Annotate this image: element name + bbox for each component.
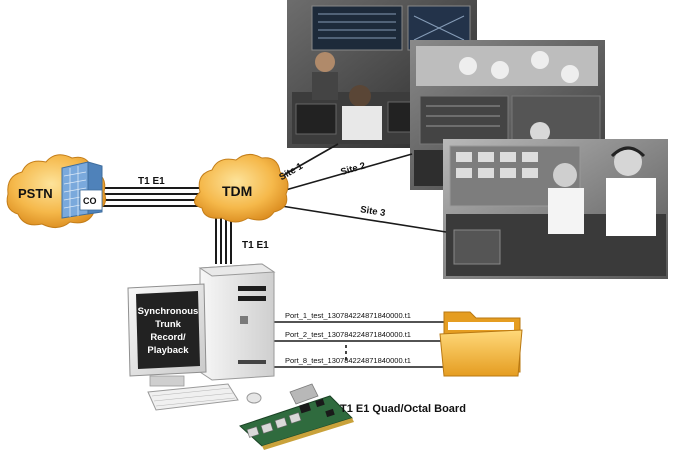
computer-monitor: [127, 283, 207, 387]
site1-label: Site 1: [277, 161, 305, 184]
file-label-3: Port_8_test_130784224871840000.t1: [285, 356, 411, 365]
site3-label: Site 3: [359, 204, 386, 219]
computer-tower: [198, 263, 276, 381]
co-label: CO: [83, 196, 97, 206]
monitor-line-4: Playback: [147, 345, 189, 356]
site2-label: Site 2: [339, 160, 366, 178]
monitor-text: Synchronous Trunk Record/ Playback: [138, 306, 199, 356]
file-label-2: Port_2_test_130784224871840000.t1: [285, 330, 411, 339]
tdm-label: TDM: [222, 183, 252, 199]
site2-link: [274, 153, 413, 194]
monitor-line-3: Record/: [150, 332, 186, 343]
pstn-label: PSTN: [18, 186, 53, 201]
co-building-icon: [61, 161, 103, 219]
site3-link: [274, 204, 447, 233]
board-icon: [239, 383, 354, 450]
tdm-pc-trunk-label: T1 E1: [242, 240, 269, 251]
computer-mouse: [246, 392, 262, 404]
folder-icon: [439, 311, 523, 377]
file-label-1: Port_1_test_130784224871840000.t1: [285, 311, 411, 320]
control-room-photo-3: [443, 139, 668, 279]
monitor-line-2: Trunk: [155, 319, 182, 330]
pstn-tdm-trunk-label: T1 E1: [138, 176, 165, 187]
tdm-cloud: [194, 154, 289, 223]
board-label: T1 E1 Quad/Octal Board: [340, 403, 466, 415]
computer-keyboard: [147, 383, 239, 411]
monitor-line-1: Synchronous: [138, 306, 199, 317]
file-output-lines: [274, 321, 445, 368]
pstn-tdm-trunk: [96, 187, 206, 207]
